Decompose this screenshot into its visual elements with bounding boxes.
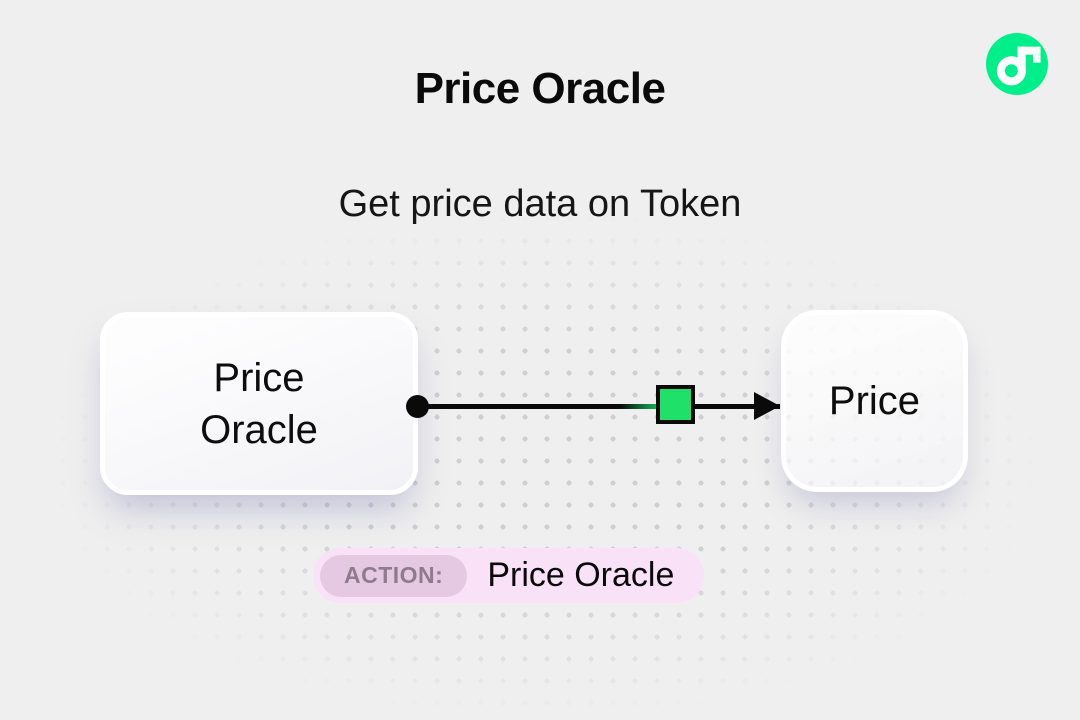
- node-price-label: Price: [828, 379, 921, 423]
- page-title: Price Oracle: [414, 64, 666, 113]
- node-price-oracle: Price Oracle: [100, 312, 418, 495]
- connector-start-dot: [406, 395, 429, 418]
- connector-line: [417, 404, 780, 409]
- connector-accent-segment: [620, 404, 662, 409]
- flow-logo-icon: [986, 33, 1048, 95]
- node-price-oracle-label: Price Oracle: [200, 355, 318, 452]
- node-price: Price: [781, 310, 968, 492]
- connector-green-square-marker: [656, 385, 695, 424]
- connector-arrowhead-icon: [754, 392, 780, 420]
- action-badge-value: Price Oracle: [487, 556, 675, 594]
- action-badge-label: ACTION:: [320, 554, 468, 597]
- action-badge: ACTION: Price Oracle: [313, 548, 705, 603]
- page-subtitle: Get price data on Token: [338, 183, 742, 225]
